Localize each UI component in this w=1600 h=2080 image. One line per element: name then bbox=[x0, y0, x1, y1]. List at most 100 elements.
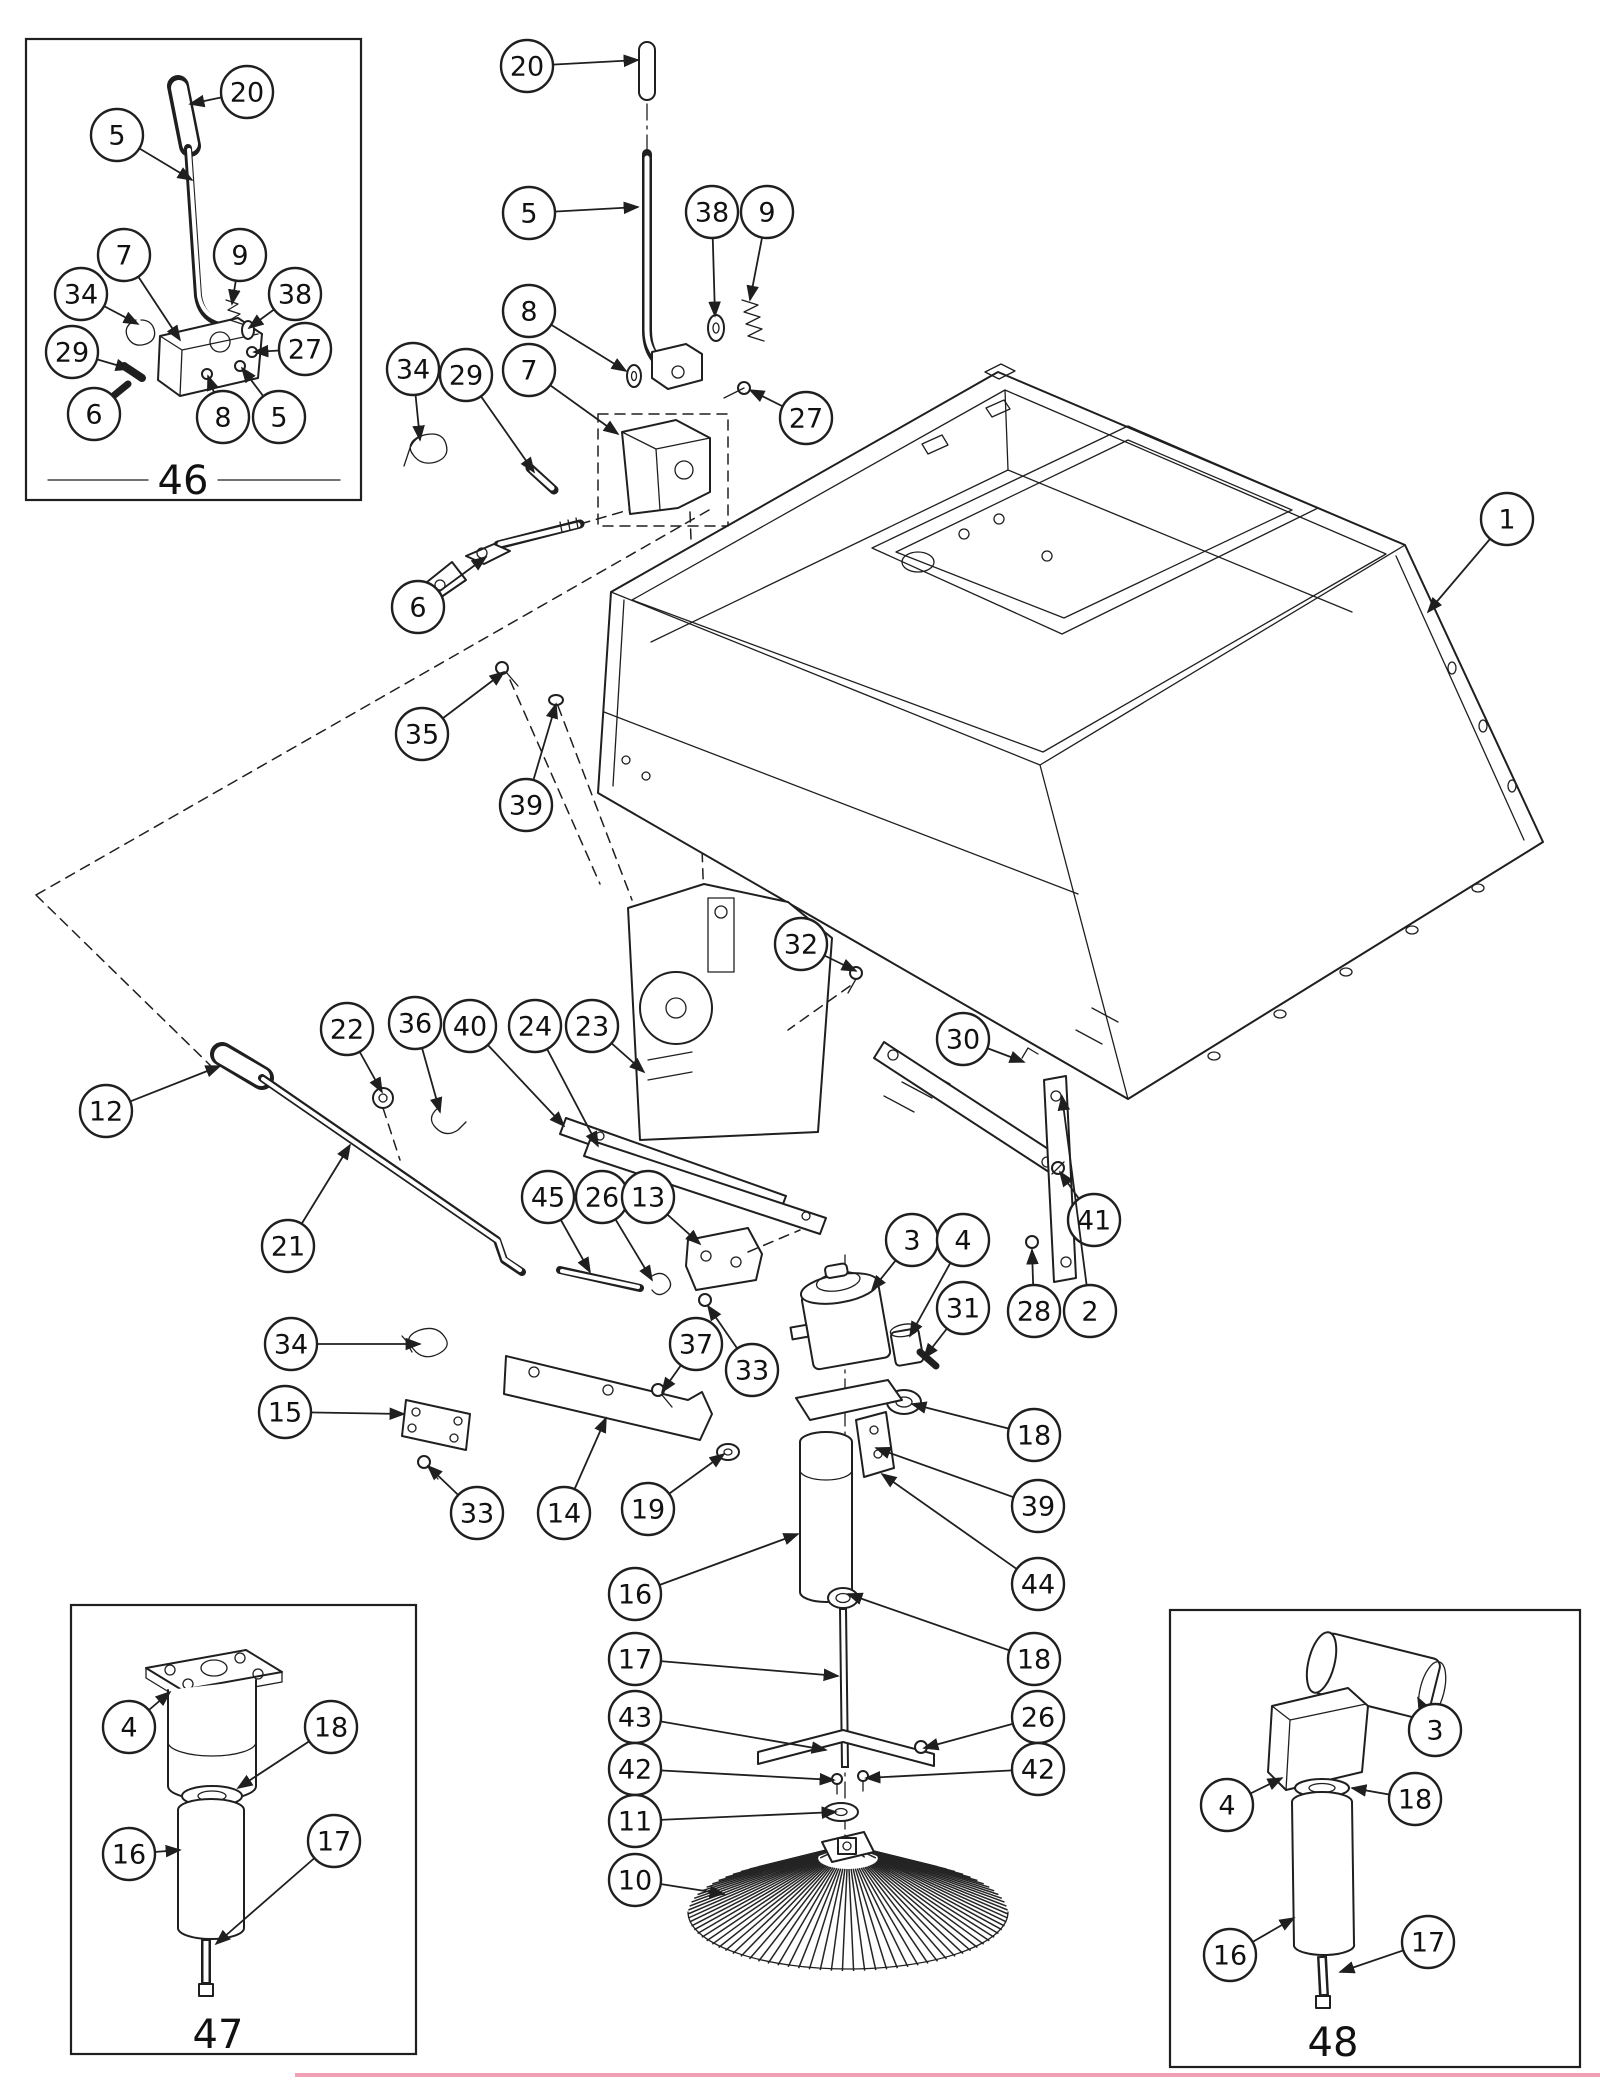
callout-41: 41 bbox=[1058, 1170, 1122, 1248]
svg-text:34: 34 bbox=[396, 355, 430, 386]
washer-part bbox=[707, 314, 725, 342]
svg-text:44: 44 bbox=[1021, 1570, 1055, 1601]
svg-text:17: 17 bbox=[1411, 1928, 1445, 1959]
svg-text:7: 7 bbox=[520, 356, 537, 387]
callout-8: 8 bbox=[195, 374, 251, 445]
callout-20: 20 bbox=[499, 38, 640, 94]
hopper bbox=[597, 363, 1544, 1100]
callout-42: 42 bbox=[864, 1741, 1066, 1797]
svg-text:18: 18 bbox=[1017, 1421, 1051, 1452]
callout-44: 44 bbox=[880, 1472, 1066, 1612]
svg-text:5: 5 bbox=[108, 121, 125, 152]
svg-text:35: 35 bbox=[405, 720, 439, 751]
flat-bar bbox=[583, 1139, 827, 1235]
svg-text:7: 7 bbox=[115, 241, 132, 272]
svg-text:18: 18 bbox=[1017, 1645, 1051, 1676]
svg-text:29: 29 bbox=[55, 338, 89, 369]
callout-16: 16 bbox=[1202, 1917, 1296, 1983]
callout-26: 26 bbox=[574, 1169, 653, 1282]
inset-48: 48 bbox=[1168, 1608, 1582, 2069]
svg-text:36: 36 bbox=[398, 1009, 432, 1040]
callout-21: 21 bbox=[260, 1143, 351, 1274]
callout-28: 28 bbox=[1006, 1248, 1062, 1339]
bearing-part bbox=[827, 1587, 859, 1609]
svg-text:4: 4 bbox=[1218, 1791, 1235, 1822]
svg-text:10: 10 bbox=[618, 1866, 652, 1897]
inset-48-drawing bbox=[1267, 1631, 1447, 2009]
svg-text:6: 6 bbox=[85, 400, 102, 431]
callout-31: 31 bbox=[922, 1280, 991, 1360]
inset-47-label: 47 bbox=[193, 2012, 244, 2058]
svg-text:18: 18 bbox=[314, 1713, 348, 1744]
svg-text:16: 16 bbox=[618, 1580, 652, 1611]
callout-22: 22 bbox=[319, 1001, 383, 1094]
svg-text:29: 29 bbox=[449, 361, 483, 392]
svg-text:8: 8 bbox=[214, 403, 231, 434]
svg-text:45: 45 bbox=[531, 1183, 565, 1214]
svg-text:31: 31 bbox=[946, 1294, 980, 1325]
callout-18: 18 bbox=[1350, 1771, 1443, 1827]
callout-17: 17 bbox=[214, 1813, 362, 1946]
screw-part bbox=[651, 1383, 665, 1397]
svg-text:16: 16 bbox=[112, 1840, 146, 1871]
svg-text:33: 33 bbox=[460, 1499, 494, 1530]
pin-part bbox=[638, 41, 656, 101]
callout-3: 3 bbox=[870, 1212, 940, 1292]
callout-18: 18 bbox=[846, 1592, 1062, 1687]
callout-10: 10 bbox=[607, 1852, 726, 1908]
callout-23: 23 bbox=[564, 998, 646, 1074]
callout-18: 18 bbox=[910, 1401, 1062, 1463]
callout-45: 45 bbox=[520, 1169, 591, 1274]
spring-part bbox=[741, 299, 765, 342]
callout-33: 33 bbox=[426, 1464, 505, 1541]
screw-part bbox=[831, 1773, 843, 1785]
callout-39: 39 bbox=[498, 702, 558, 833]
callout-4: 4 bbox=[101, 1690, 172, 1755]
svg-text:23: 23 bbox=[575, 1012, 609, 1043]
svg-text:27: 27 bbox=[288, 335, 322, 366]
callout-5: 5 bbox=[89, 107, 194, 181]
motor-mount-plate bbox=[795, 1379, 903, 1421]
svg-text:28: 28 bbox=[1017, 1297, 1051, 1328]
svg-text:20: 20 bbox=[230, 78, 264, 109]
lever-assembly bbox=[597, 41, 765, 527]
callout-5: 5 bbox=[501, 185, 640, 241]
svg-text:9: 9 bbox=[758, 198, 775, 229]
callout-5: 5 bbox=[240, 366, 307, 445]
callout-6: 6 bbox=[390, 555, 488, 635]
drive-motor bbox=[789, 1262, 892, 1371]
callouts-47: 4 18 16 17 bbox=[101, 1690, 362, 1946]
svg-text:39: 39 bbox=[509, 791, 543, 822]
s-hook bbox=[651, 1272, 672, 1296]
svg-text:26: 26 bbox=[585, 1183, 619, 1214]
callout-17: 17 bbox=[1338, 1914, 1456, 1974]
svg-text:22: 22 bbox=[330, 1015, 364, 1046]
callout-32: 32 bbox=[773, 916, 858, 972]
svg-text:27: 27 bbox=[789, 404, 823, 435]
svg-text:43: 43 bbox=[618, 1703, 652, 1734]
svg-text:4: 4 bbox=[120, 1713, 137, 1744]
callout-27: 27 bbox=[252, 321, 333, 377]
svg-text:4: 4 bbox=[954, 1226, 971, 1257]
callout-3: 3 bbox=[1407, 1696, 1463, 1758]
washer-part bbox=[626, 364, 642, 388]
screw-part bbox=[1025, 1235, 1039, 1249]
svg-text:34: 34 bbox=[274, 1330, 308, 1361]
svg-text:3: 3 bbox=[1426, 1716, 1443, 1747]
svg-text:21: 21 bbox=[271, 1232, 305, 1263]
svg-text:20: 20 bbox=[510, 52, 544, 83]
svg-text:13: 13 bbox=[631, 1183, 665, 1214]
callout-1: 1 bbox=[1426, 491, 1535, 614]
svg-text:5: 5 bbox=[520, 199, 537, 230]
screw-part bbox=[698, 1293, 712, 1307]
callouts-48: 3 4 18 16 17 bbox=[1199, 1696, 1463, 1983]
mount-plate bbox=[401, 1399, 471, 1451]
callout-39: 39 bbox=[874, 1446, 1066, 1534]
callout-38: 38 bbox=[684, 184, 740, 318]
hairpin-clip bbox=[401, 1327, 448, 1358]
callout-18: 18 bbox=[236, 1699, 359, 1789]
linkage-assembly bbox=[403, 433, 585, 603]
